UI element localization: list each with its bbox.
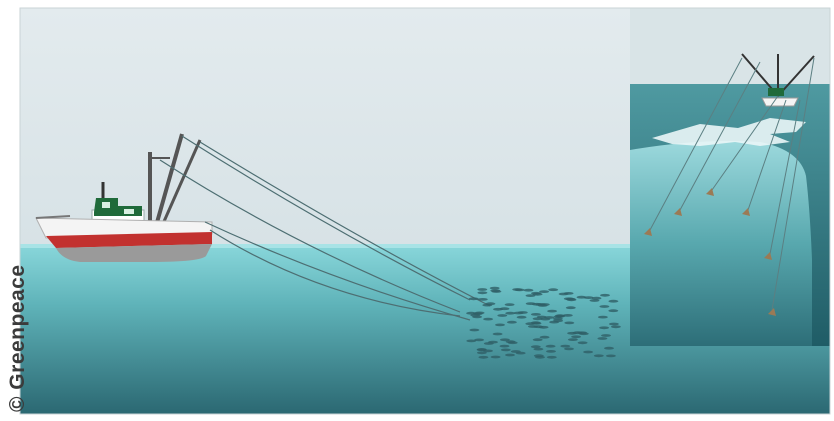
fish (583, 351, 593, 354)
fish (477, 288, 487, 291)
fish (590, 299, 600, 302)
fish (546, 345, 556, 348)
fish (493, 308, 503, 311)
fish (515, 289, 525, 292)
fish (568, 338, 578, 341)
inset-deep-water (630, 141, 812, 346)
fish (497, 314, 507, 317)
fish (490, 289, 500, 292)
fish (526, 294, 536, 297)
fish (478, 356, 488, 359)
fish (571, 335, 581, 338)
fish (483, 318, 493, 321)
fish (547, 310, 557, 313)
fish (470, 314, 480, 317)
fish (548, 288, 558, 291)
fish (477, 291, 487, 294)
fish (578, 341, 588, 344)
fish (495, 324, 505, 327)
fish (531, 313, 541, 316)
fish (599, 305, 609, 308)
fish (469, 329, 479, 332)
fish (533, 325, 543, 328)
fish (560, 345, 570, 348)
fish (594, 354, 604, 357)
fish (500, 345, 510, 348)
fish (517, 316, 527, 319)
fish (535, 356, 545, 359)
fish (531, 345, 541, 348)
fish (598, 316, 608, 319)
fish (505, 312, 515, 315)
fish (533, 338, 543, 341)
fish (609, 323, 619, 326)
fish (555, 314, 565, 317)
fish (599, 326, 609, 329)
fish (601, 334, 611, 337)
fish (526, 302, 536, 305)
fish (608, 300, 618, 303)
fish (474, 339, 484, 342)
fish (493, 333, 503, 336)
fish (507, 321, 517, 324)
fish (573, 331, 583, 334)
fish (547, 356, 557, 359)
fish (546, 350, 556, 353)
fish (540, 336, 550, 339)
fish (491, 356, 501, 359)
fish (566, 306, 576, 309)
fish (597, 337, 607, 340)
fish (600, 294, 610, 297)
fish (539, 290, 549, 293)
fish (484, 342, 494, 345)
inset-sky (630, 8, 830, 86)
fish (608, 309, 618, 312)
copyright-credit: © Greenpeace (6, 264, 30, 412)
fish (567, 298, 577, 301)
fish (604, 347, 614, 350)
fish (559, 293, 569, 296)
fish (500, 338, 510, 341)
fish (540, 318, 550, 321)
fish (490, 287, 500, 290)
fish (531, 292, 541, 295)
inset-panel (630, 8, 830, 346)
fish (483, 350, 493, 353)
fish (478, 298, 488, 301)
fish (524, 289, 534, 292)
fish (511, 350, 521, 353)
fish (533, 348, 543, 351)
fish (553, 319, 563, 322)
fish (505, 303, 515, 306)
fish (606, 355, 616, 358)
fish (611, 325, 621, 328)
fish (501, 349, 511, 352)
inset-cabin (768, 88, 784, 96)
inset-hull (762, 98, 798, 106)
fish (584, 296, 594, 299)
fish (485, 302, 495, 305)
cabin-window-1 (102, 202, 110, 208)
fish (505, 354, 515, 357)
fish (525, 322, 535, 325)
fish (564, 322, 574, 325)
fish (538, 304, 548, 307)
fish (564, 348, 574, 351)
fish (469, 297, 479, 300)
cabin-window-2 (124, 209, 134, 214)
